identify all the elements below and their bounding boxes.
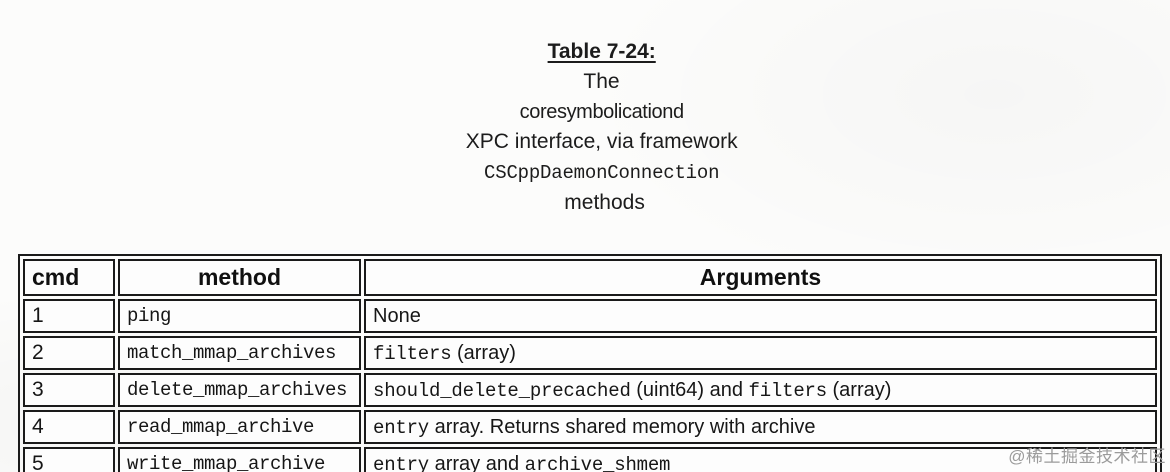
method-cell: delete_mmap_archives bbox=[118, 373, 361, 407]
daemon-name: coresymbolicationd bbox=[519, 101, 684, 123]
table-caption-label: Table 7-24: bbox=[547, 40, 656, 63]
table-header: cmd method Arguments bbox=[23, 259, 1157, 296]
arguments-cell: filters (array) bbox=[364, 336, 1157, 370]
argument-text-segment: filters bbox=[373, 342, 452, 365]
arguments-cell: None bbox=[364, 299, 1157, 333]
column-header-method: method bbox=[118, 259, 361, 296]
argument-text-segment: archive_shmem bbox=[524, 453, 671, 472]
argument-text-segment: entry bbox=[373, 416, 430, 439]
argument-text-segment: array and bbox=[429, 452, 525, 472]
method-cell: read_mmap_archive bbox=[118, 410, 361, 444]
argument-text-segment: array. Returns shared memory with archiv… bbox=[429, 415, 816, 438]
column-header-cmd: cmd bbox=[23, 259, 115, 296]
method-cell: ping bbox=[118, 299, 361, 333]
argument-text-segment: entry bbox=[373, 453, 430, 472]
cmd-cell: 2 bbox=[23, 336, 115, 370]
method-cell: write_mmap_archive bbox=[118, 447, 361, 472]
argument-text-segment: filters bbox=[748, 379, 828, 402]
argument-text-segment: should_delete_precached bbox=[373, 379, 631, 402]
framework-class-name: CSCppDaemonConnection bbox=[484, 162, 720, 184]
argument-text-segment: (array) bbox=[451, 341, 516, 364]
cmd-cell: 1 bbox=[23, 299, 115, 333]
table-caption: Table 7-24: The coresymbolicationd XPC i… bbox=[18, 7, 1162, 248]
argument-text-segment: (array) bbox=[826, 378, 892, 401]
table-caption-text: The bbox=[577, 70, 626, 93]
arguments-cell: should_delete_precached (uint64) and fil… bbox=[364, 373, 1157, 407]
arguments-cell: entry array and archive_shmem bbox=[364, 447, 1157, 472]
arguments-cell: entry array. Returns shared memory with … bbox=[364, 410, 1157, 444]
header-row: cmd method Arguments bbox=[23, 259, 1157, 296]
cmd-cell: 5 bbox=[23, 447, 115, 472]
method-cell: match_mmap_archives bbox=[118, 336, 361, 370]
argument-text-segment: None bbox=[373, 304, 421, 327]
cmd-cell: 4 bbox=[23, 410, 115, 444]
argument-text-segment: (uint64) and bbox=[630, 378, 749, 401]
column-header-arguments: Arguments bbox=[364, 259, 1157, 296]
cmd-cell: 3 bbox=[23, 373, 115, 407]
table-caption-text: methods bbox=[558, 191, 645, 214]
table-caption-text: XPC interface, via framework bbox=[459, 130, 744, 153]
